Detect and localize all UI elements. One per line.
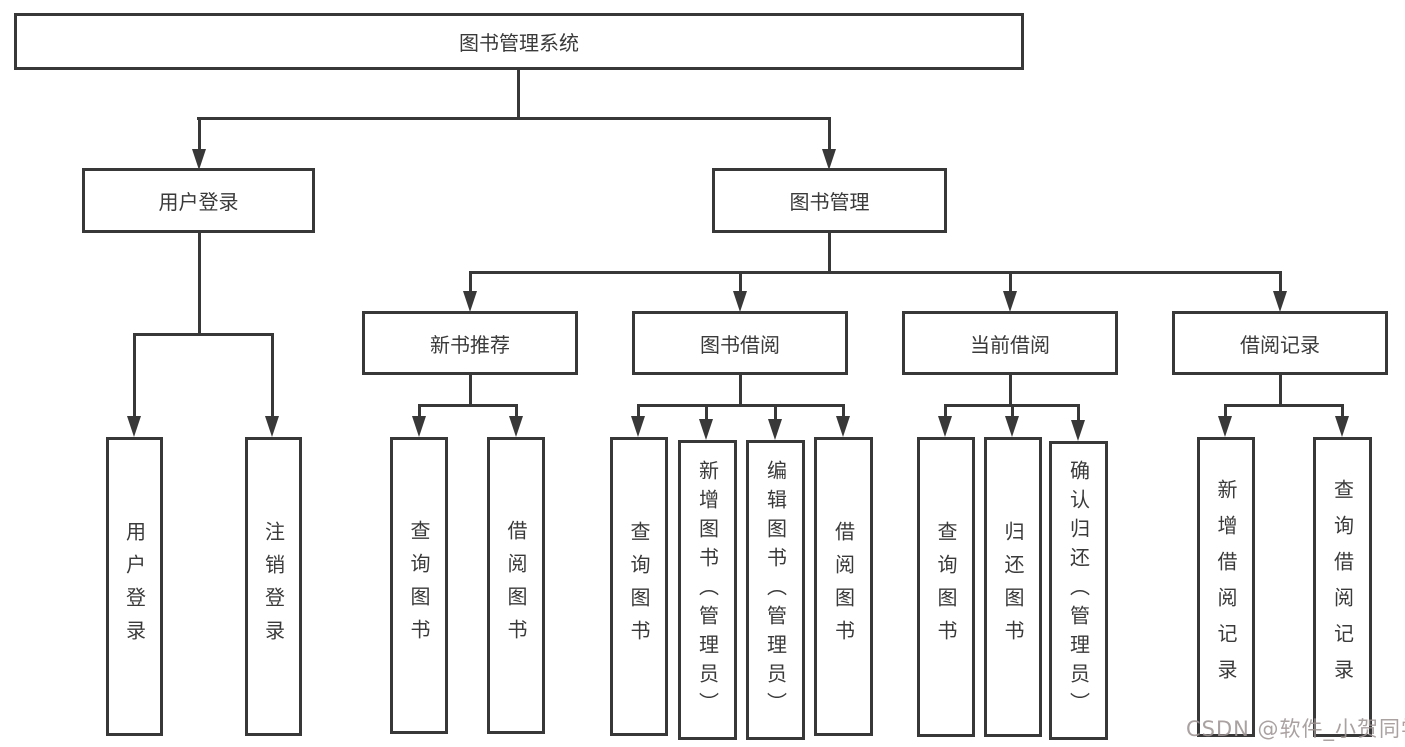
arrowhead-user-login (192, 149, 206, 170)
node-user-login-label: 用户登录 (158, 190, 239, 214)
arrowhead-br-query (1335, 416, 1349, 437)
node-current-borrow-label: 当前借阅 (970, 332, 1050, 357)
connector-drop-current-borrow (1009, 271, 1012, 296)
arrowhead-nb-query (412, 416, 426, 437)
connector-drop-book-mgmt (828, 117, 831, 152)
connector-root-rail (197, 117, 831, 120)
connector-drop-cb-return (1011, 404, 1014, 419)
connector-drop-borrow-records (1279, 271, 1282, 296)
node-borrow-records-label: 借阅记录 (1240, 332, 1320, 357)
connector-drop-bb-add (705, 404, 708, 421)
leaf-user-login: 用户登录 (106, 437, 163, 736)
connector-user-login-rail (133, 333, 274, 336)
leaf-br-add-record: 新增借阅记录 (1197, 437, 1255, 737)
connector-new-book-stem (469, 374, 472, 406)
arrowhead-logout (265, 416, 279, 437)
arrowhead-bb-query (631, 416, 645, 437)
leaf-bb-query-books-label: 查询图书 (627, 520, 651, 653)
arrowhead-bb-borrow (836, 416, 850, 437)
node-root: 图书管理系统 (14, 13, 1024, 70)
connector-drop-bb-borrow (842, 404, 845, 419)
leaf-bb-query-books: 查询图书 (610, 437, 668, 736)
leaf-user-login-label: 用户登录 (122, 520, 147, 653)
node-current-borrow: 当前借阅 (902, 311, 1118, 375)
arrowhead-cb-query (938, 416, 952, 437)
leaf-bb-add-books-admin: 新增图书（管理员） (678, 440, 737, 740)
connector-book-mgmt-rail (469, 271, 1282, 274)
connector-borrow-records-stem (1279, 374, 1282, 406)
leaf-nb-query-books: 查询图书 (390, 437, 448, 734)
arrowhead-bb-edit (768, 419, 782, 440)
arrowhead-current-borrow (1003, 291, 1017, 312)
leaf-logout-label: 注销登录 (261, 520, 286, 653)
connector-book-borrow-stem (739, 374, 742, 406)
leaf-bb-add-books-admin-label: 新增图书（管理员） (695, 459, 720, 721)
node-book-mgmt: 图书管理 (712, 168, 947, 233)
arrowhead-login (127, 416, 141, 437)
arrowhead-nb-borrow (509, 416, 523, 437)
arrowhead-br-add (1218, 416, 1232, 437)
connector-book-mgmt-stem (828, 232, 831, 273)
connector-drop-new-book (469, 271, 472, 296)
connector-drop-nb-query (418, 404, 421, 419)
node-root-label: 图书管理系统 (459, 31, 579, 55)
connector-drop-logout (271, 333, 274, 419)
node-book-borrow: 图书借阅 (632, 311, 848, 375)
connector-root-stem (517, 68, 520, 119)
arrowhead-cb-confirm (1071, 420, 1085, 441)
leaf-br-query-record: 查询借阅记录 (1313, 437, 1372, 737)
connector-drop-bb-query (637, 404, 640, 419)
leaf-nb-query-books-label: 查询图书 (407, 519, 431, 652)
connector-new-book-rail (418, 404, 518, 407)
connector-borrow-records-rail (1224, 404, 1344, 407)
connector-drop-nb-borrow (515, 404, 518, 419)
connector-drop-br-query (1341, 404, 1344, 419)
leaf-cb-confirm-return-admin-label: 确认归还（管理员） (1066, 460, 1091, 721)
node-new-book-rec: 新书推荐 (362, 311, 578, 375)
node-user-login: 用户登录 (82, 168, 315, 233)
arrowhead-bb-add (699, 419, 713, 440)
node-book-borrow-label: 图书借阅 (700, 332, 780, 357)
arrowhead-cb-return (1005, 416, 1019, 437)
arrowhead-borrow-records (1273, 291, 1287, 312)
connector-user-login-stem (198, 232, 201, 335)
connector-drop-user-login (198, 117, 201, 152)
node-new-book-rec-label: 新书推荐 (430, 332, 510, 357)
leaf-cb-return-books: 归还图书 (984, 437, 1042, 737)
leaf-bb-borrow-books: 借阅图书 (814, 437, 873, 736)
connector-drop-bb-edit (774, 404, 777, 421)
leaf-bb-edit-books-admin-label: 编辑图书（管理员） (763, 459, 788, 721)
arrowhead-book-borrow (733, 291, 747, 312)
arrowhead-new-book (463, 291, 477, 312)
connector-drop-br-add (1224, 404, 1227, 419)
watermark: CSDN @软件_小贺同学 (1186, 717, 1405, 741)
leaf-cb-query-books: 查询图书 (917, 437, 975, 737)
leaf-br-query-record-label: 查询借阅记录 (1330, 479, 1355, 695)
node-borrow-records: 借阅记录 (1172, 311, 1388, 375)
connector-book-borrow-rail (637, 404, 845, 407)
leaf-cb-return-books-label: 归还图书 (1001, 521, 1025, 653)
connector-drop-login (133, 333, 136, 419)
node-book-mgmt-label: 图书管理 (789, 190, 870, 214)
leaf-nb-borrow-books: 借阅图书 (487, 437, 545, 734)
leaf-nb-borrow-books-label: 借阅图书 (504, 519, 528, 652)
leaf-br-add-record-label: 新增借阅记录 (1214, 479, 1238, 695)
arrowhead-book-mgmt (822, 149, 836, 170)
leaf-cb-confirm-return-admin: 确认归还（管理员） (1049, 441, 1108, 740)
connector-drop-cb-query (944, 404, 947, 419)
connector-drop-cb-confirm (1077, 404, 1080, 423)
leaf-bb-borrow-books-label: 借阅图书 (831, 520, 856, 653)
leaf-cb-query-books-label: 查询图书 (934, 521, 958, 653)
leaf-bb-edit-books-admin: 编辑图书（管理员） (746, 440, 805, 740)
connector-drop-book-borrow (739, 271, 742, 296)
leaf-logout: 注销登录 (245, 437, 302, 736)
connector-current-borrow-stem (1009, 374, 1012, 406)
